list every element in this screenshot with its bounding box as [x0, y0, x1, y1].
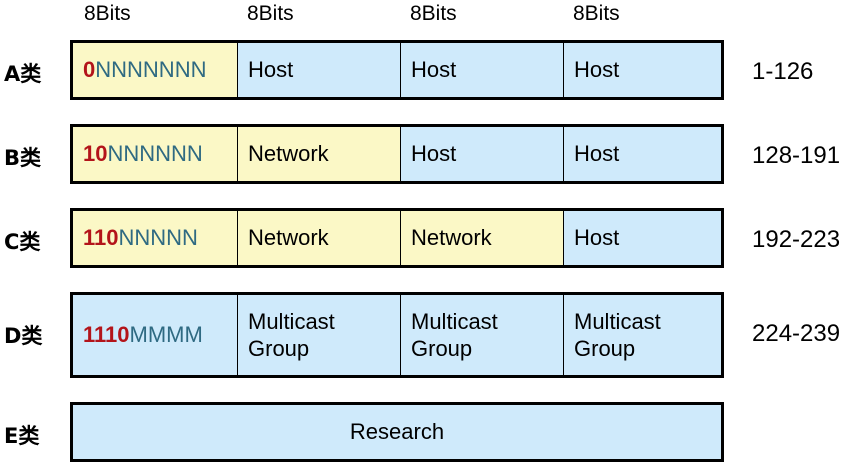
class-c-octet-4: Host — [564, 211, 721, 265]
class-d-group-bits: MMMM — [129, 322, 203, 348]
class-b-octet-2: Network — [238, 127, 401, 181]
class-a-label: A类 — [4, 62, 42, 86]
class-c-range: 192-223 — [752, 226, 841, 253]
class-b-network-bits: NNNNNN — [107, 141, 203, 167]
multicast-word: Multicast — [574, 308, 661, 334]
class-a-network-bits: NNNNNNN — [95, 57, 207, 83]
class-b-octet-3: Host — [401, 127, 564, 181]
group-word: Group — [411, 336, 473, 361]
class-c-network-bits: NNNNN — [118, 225, 198, 251]
multicast-word: Multicast — [411, 308, 498, 334]
class-a-fixed-bits: 0 — [83, 57, 96, 83]
class-e-research-cell: Research — [349, 419, 445, 444]
octet-1-bits-label: 8Bits — [84, 2, 131, 25]
class-a-range: 1-126 — [752, 58, 814, 85]
class-d-fixed-bits: 1110 — [83, 322, 130, 348]
class-c-fixed-bits: 110 — [83, 225, 119, 251]
class-b-octet-4: Host — [564, 127, 721, 181]
multicast-word: Multicast — [248, 308, 335, 334]
class-e-label: E类 — [4, 424, 40, 448]
class-c-octet-3: Network — [401, 211, 564, 265]
class-d-label: D类 — [4, 324, 43, 348]
class-a-octet-2: Host — [238, 43, 401, 97]
class-e-row: Research — [70, 402, 724, 462]
octet-4-bits-label: 8Bits — [573, 2, 620, 25]
class-b-range: 128-191 — [752, 142, 841, 169]
group-word: Group — [574, 336, 636, 361]
class-b-fixed-bits: 10 — [83, 141, 108, 167]
class-a-octet-4: Host — [564, 43, 721, 97]
class-c-octet-2: Network — [238, 211, 401, 265]
class-a-octet-3: Host — [401, 43, 564, 97]
class-c-label: C类 — [4, 230, 41, 254]
group-word: Group — [248, 336, 310, 361]
octet-3-bits-label: 8Bits — [410, 2, 457, 25]
octet-2-bits-label: 8Bits — [247, 2, 294, 25]
class-d-range: 224-239 — [752, 320, 841, 347]
class-b-label: B类 — [4, 146, 42, 170]
